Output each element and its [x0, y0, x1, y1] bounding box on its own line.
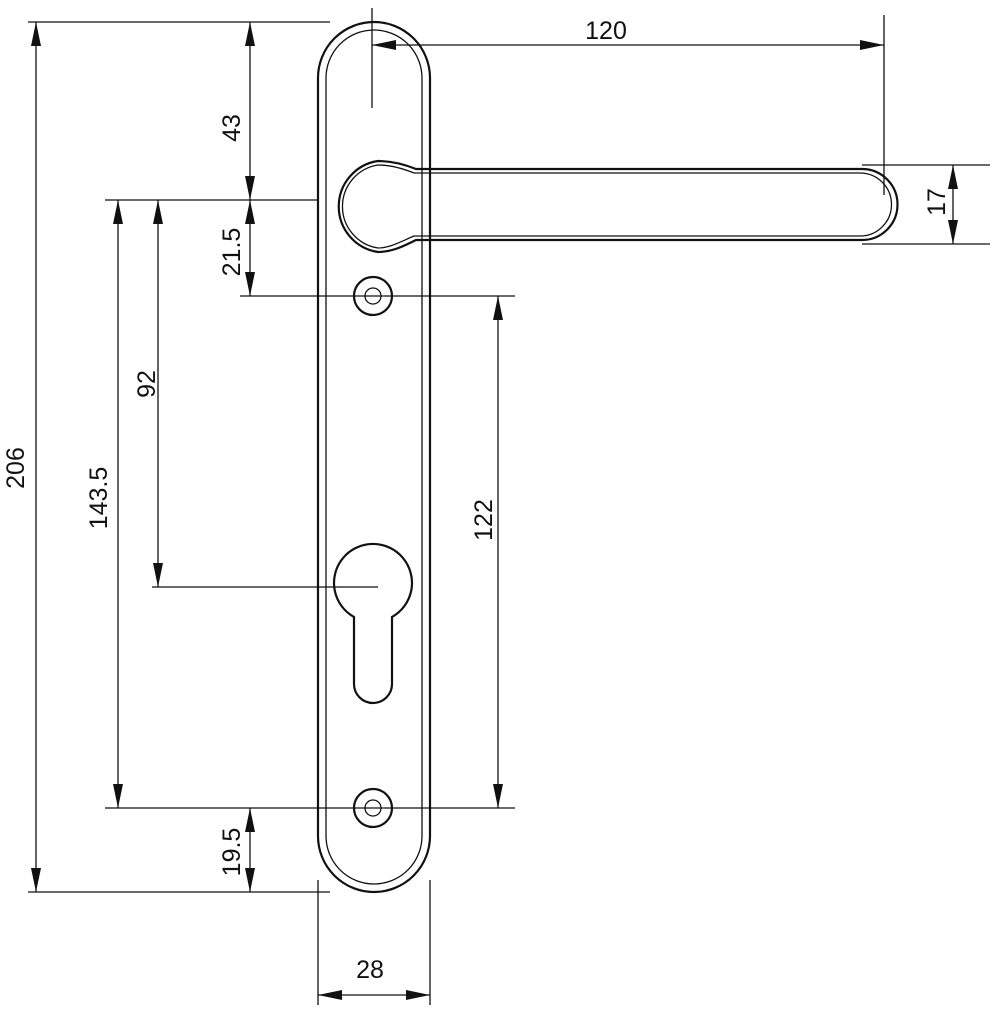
label-lever-to-cylinder: 92 — [133, 370, 161, 398]
backplate — [316, 20, 432, 894]
arrow-92-top — [153, 200, 163, 224]
arrow-28-left — [318, 990, 342, 1000]
arrow-143-top — [113, 200, 123, 224]
arrow-120-left — [372, 40, 396, 50]
arrow-19-bottom — [245, 868, 255, 892]
arrow-top-to-lever-bottom — [245, 176, 255, 200]
arrow-120-right — [860, 40, 884, 50]
arrow-92-bottom — [153, 563, 163, 587]
arrow-lever-to-screw-bottom — [245, 272, 255, 296]
lever-outer-outline — [337, 159, 899, 254]
label-lever-thickness: 17 — [923, 188, 951, 216]
backplate-inner-outline — [325, 29, 423, 885]
dimension-labels: 206 43 21.5 143.5 92 122 19.5 28 120 17 — [2, 17, 951, 984]
arrow-122-top — [493, 296, 503, 320]
arrow-28-right — [406, 990, 430, 1000]
dimension-lines — [31, 22, 958, 1000]
extension-lines — [28, 8, 990, 1005]
arrow-122-bottom — [493, 784, 503, 808]
label-top-to-lever: 43 — [218, 114, 246, 142]
arrow-total-height-top — [31, 22, 41, 46]
arrow-19-top — [245, 808, 255, 832]
arrow-total-height-bottom — [31, 868, 41, 892]
arrow-top-to-lever-top — [245, 22, 255, 46]
label-lever-to-bottom-screw: 143.5 — [85, 467, 113, 530]
label-lever-length: 120 — [585, 17, 627, 45]
label-lever-to-screw: 21.5 — [218, 228, 246, 277]
arrow-17-bottom — [948, 220, 958, 244]
lever-handle — [337, 159, 899, 254]
backplate-outer-outline — [316, 20, 432, 894]
arrow-lever-to-screw-top — [245, 200, 255, 224]
label-screw-spacing: 122 — [470, 499, 498, 541]
label-plate-width: 28 — [356, 956, 384, 984]
lever-inner-outline — [341, 164, 893, 249]
euro-cylinder-keyhole — [332, 542, 414, 705]
arrow-143-bottom — [113, 784, 123, 808]
label-bottom-screw-to-end: 19.5 — [218, 828, 246, 877]
arrow-17-top — [948, 165, 958, 189]
label-total-height: 206 — [2, 447, 30, 489]
